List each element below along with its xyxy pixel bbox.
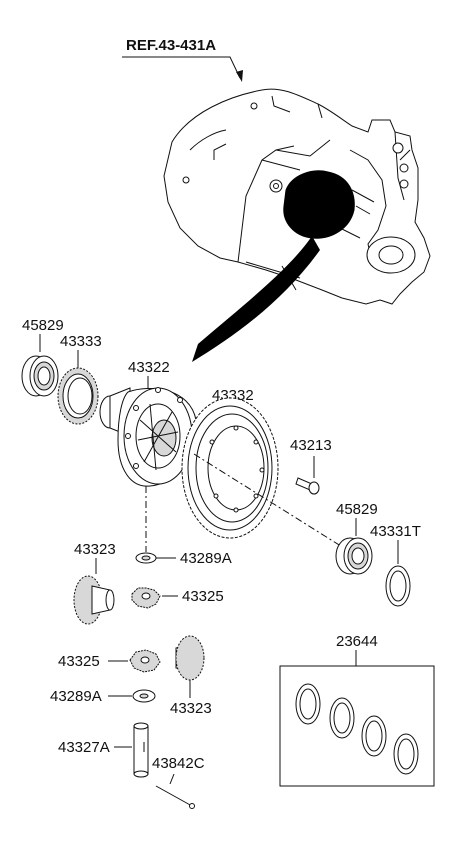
part-43325-lower[interactable]: 43325 bbox=[58, 649, 161, 673]
part-label-23644: 23644 bbox=[336, 633, 378, 650]
part-label-43325-upper: 43325 bbox=[182, 588, 224, 605]
part-label-43289A-lower: 43289A bbox=[50, 688, 102, 705]
part-label-43327A: 43327A bbox=[58, 739, 110, 756]
part-43323-upper[interactable]: 43323 bbox=[73, 541, 116, 625]
part-43213[interactable]: 43213 bbox=[290, 437, 332, 495]
part-label-43322: 43322 bbox=[128, 359, 170, 376]
part-label-43842C: 43842C bbox=[152, 755, 205, 772]
reference-label: REF.43-431A bbox=[126, 37, 216, 54]
part-43289A-lower[interactable]: 43289A bbox=[50, 688, 156, 705]
part-43323-lower[interactable]: 43323 bbox=[170, 635, 212, 717]
part-label-43213: 43213 bbox=[290, 437, 332, 454]
part-label-43323-lower: 43323 bbox=[170, 700, 212, 717]
part-label-43331T: 43331T bbox=[370, 523, 421, 540]
part-43327A[interactable]: 43327A bbox=[58, 722, 149, 778]
part-label-45829-left: 45829 bbox=[22, 317, 64, 334]
reference-callout[interactable]: REF.43-431A bbox=[122, 37, 243, 82]
part-43289A-upper[interactable]: 43289A bbox=[135, 550, 232, 567]
part-label-45829-right: 45829 bbox=[336, 501, 378, 518]
part-43325-upper[interactable]: 43325 bbox=[131, 587, 224, 609]
part-43842C[interactable]: 43842C bbox=[152, 755, 205, 809]
part-label-43323-upper: 43323 bbox=[74, 541, 116, 558]
part-23644-kit[interactable]: 23644 bbox=[279, 633, 435, 787]
part-45829-right[interactable]: 45829 bbox=[335, 501, 378, 575]
part-label-43289A-upper: 43289A bbox=[180, 550, 232, 567]
part-45829-left[interactable]: 45829 bbox=[21, 317, 64, 397]
location-pointer-arrow bbox=[192, 236, 320, 362]
part-43333[interactable]: 43333 bbox=[57, 333, 102, 425]
part-43322[interactable]: 43322 bbox=[99, 359, 197, 552]
part-label-43325-lower: 43325 bbox=[58, 653, 100, 670]
transmission-housing bbox=[163, 88, 431, 305]
part-label-43333: 43333 bbox=[60, 333, 102, 350]
part-43331T[interactable]: 43331T bbox=[370, 523, 421, 607]
part-43332[interactable]: 43332 bbox=[181, 387, 279, 539]
